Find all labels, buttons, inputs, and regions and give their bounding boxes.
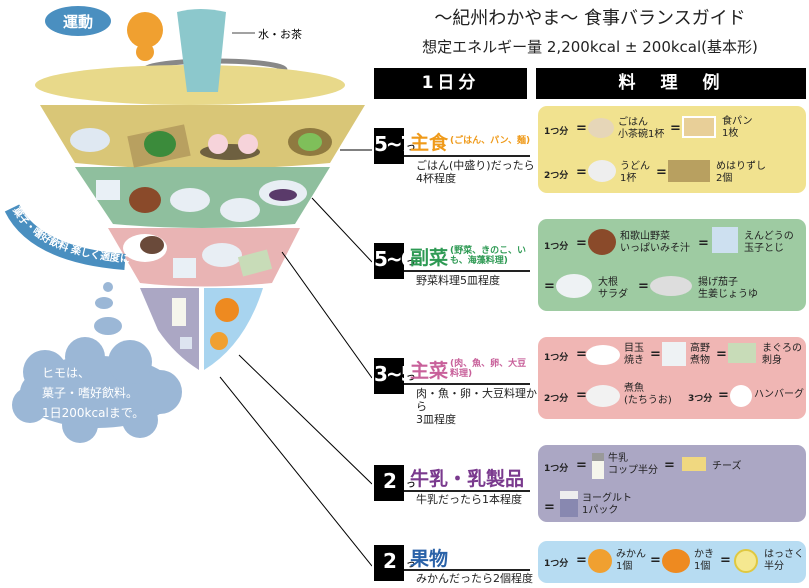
item-yogurt: ヨーグルト 1パック bbox=[582, 493, 632, 516]
category-side: 副菜(野菜、きのこ、いも、海藻料理) bbox=[410, 246, 526, 269]
desc-side: 野菜料理5皿程度 bbox=[416, 274, 500, 287]
panel-main: 1つ分= 目玉 焼き= 高野 煮物= まぐろの 刺身 2つ分= 煮魚 (たちうお… bbox=[538, 337, 806, 419]
header-examples: 料 理 例 bbox=[536, 68, 806, 99]
item-cheese: チーズ bbox=[712, 461, 742, 472]
balance-top-illustration: 運動 水・お茶 菓子・嗜好飲料 楽しく適度に ヒモは、 菓子・嗜好飲料。 1日2… bbox=[4, 6, 372, 567]
snacks-banner bbox=[4, 204, 126, 270]
item-rice: ごはん 小茶碗1杯 bbox=[618, 117, 665, 140]
item-mikan: みかん 1個 bbox=[616, 549, 646, 572]
item-hassaku: はっさく 半分 bbox=[764, 549, 804, 572]
thought-cloud bbox=[12, 337, 182, 443]
cloud-line-2: 菓子・嗜好飲料。 bbox=[42, 385, 138, 400]
mascot-orange-icon bbox=[127, 12, 163, 48]
item-pea-egg: えんどうの 玉子とじ bbox=[744, 231, 794, 254]
item-meharizushi: めはりずし 2個 bbox=[716, 161, 766, 184]
category-main: 主菜(肉、魚、卵、大豆料理) bbox=[410, 359, 527, 382]
panel-fruit: 1つ分= みかん 1個= かき 1個= はっさく 半分 bbox=[538, 541, 806, 583]
page-subtitle: 想定エネルギー量 2,200kcal ± 200kcal(基本形) bbox=[422, 38, 758, 56]
item-daikon-salad: 大根 サラダ bbox=[598, 277, 628, 300]
category-dairy: 牛乳・乳製品 bbox=[410, 468, 525, 490]
item-tuna-sashimi: まぐろの 刺身 bbox=[762, 343, 802, 366]
cloud-line-3: 1日200kcalまで。 bbox=[42, 406, 144, 420]
panel-staple: 1つ分= ごはん 小茶碗1杯= 食パン 1枚 2つ分= うどん 1杯= めはりず… bbox=[538, 106, 806, 193]
item-hamburger: ハンバーグ bbox=[754, 389, 804, 400]
item-milk: 牛乳 コップ半分 bbox=[608, 453, 658, 476]
cloud-line-1: ヒモは、 bbox=[42, 366, 90, 380]
item-udon: うどん 1杯 bbox=[620, 161, 650, 184]
panel-side: 1つ分= 和歌山野菜 いっぱいみそ汁= えんどうの 玉子とじ = 大根 サラダ=… bbox=[538, 219, 806, 311]
food-icons bbox=[70, 124, 332, 350]
panel-dairy: 1つ分= 牛乳 コップ半分= チーズ = ヨーグルト 1パック bbox=[538, 445, 806, 522]
item-bread: 食パン 1枚 bbox=[722, 116, 753, 139]
desc-fruit: みかんだったら2個程度 bbox=[416, 572, 533, 585]
item-persimmon: かき 1個 bbox=[694, 549, 714, 572]
exercise-bubble bbox=[45, 6, 111, 36]
item-fried-egg: 目玉 焼き bbox=[624, 343, 644, 366]
water-tea-label: 水・お茶 bbox=[258, 28, 302, 41]
page-title: 〜紀州わかやま〜 食事バランスガイド bbox=[434, 8, 746, 29]
header-daily: 1日分 bbox=[374, 68, 527, 99]
item-koya-tofu: 高野 煮物 bbox=[690, 343, 710, 366]
item-fried-eggplant: 揚げ茄子 生姜じょうゆ bbox=[698, 277, 758, 300]
desc-staple: ごはん(中盛り)だったら 4杯程度 bbox=[416, 159, 535, 185]
category-fruit: 果物 bbox=[410, 548, 449, 570]
layer-staple bbox=[40, 105, 365, 169]
desc-dairy: 牛乳だったら1本程度 bbox=[416, 493, 522, 506]
water-glass-icon bbox=[177, 9, 226, 92]
item-simmered-fish: 煮魚 (たちうお) bbox=[624, 383, 672, 406]
desc-main: 肉・魚・卵・大豆料理から 3皿程度 bbox=[416, 387, 537, 426]
item-miso-soup: 和歌山野菜 いっぱいみそ汁 bbox=[620, 231, 690, 254]
exercise-label: 運動 bbox=[63, 13, 93, 31]
category-staple: 主食(ごはん、パン、麺) bbox=[410, 131, 531, 154]
